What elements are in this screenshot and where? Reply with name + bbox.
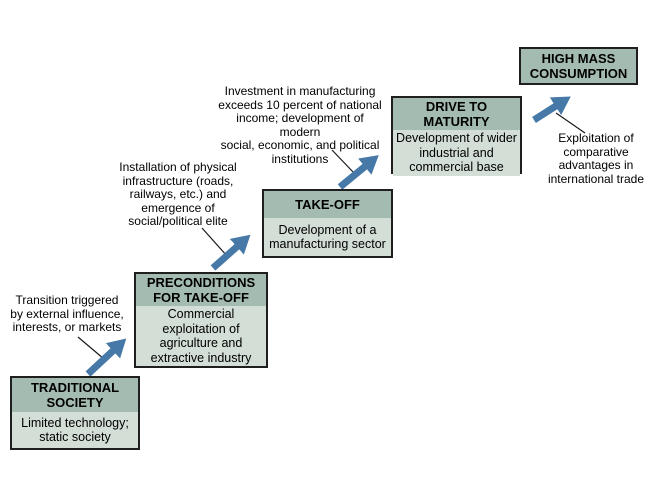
stage-box-preconditions-for-take-off: PRECONDITIONS FOR TAKE-OFF Commercial ex… — [134, 272, 268, 368]
stage-arrow-4 — [532, 96, 571, 123]
annotation-infrastructure: Installation of physical infrastructure … — [112, 160, 244, 229]
annotation-line: Transition triggered — [15, 293, 119, 307]
stage-description: Development of wider industrial and comm… — [393, 130, 520, 176]
stage-title: HIGH MASS CONSUMPTION — [521, 49, 636, 83]
stage-title: PRECONDITIONS FOR TAKE-OFF — [136, 274, 266, 306]
stage-box-traditional-society: TRADITIONAL SOCIETY Limited technology; … — [10, 376, 140, 450]
annotation-investment: Investment in manufacturing exceeds 10 p… — [215, 84, 385, 166]
annotation-line: advantages in — [558, 158, 634, 172]
annotation-line: infrastructure (roads, — [122, 173, 234, 188]
stage-title: TAKE-OFF — [264, 191, 391, 218]
stage-box-take-off: TAKE-OFF Development of a manufacturing … — [262, 189, 393, 258]
stage-description: Limited technology; static society — [12, 412, 138, 448]
stage-title: TRADITIONAL SOCIETY — [12, 378, 138, 412]
annotation-comparative-advantage: Exploitation of comparative advantages i… — [543, 131, 649, 186]
annotation-line: international trade — [547, 171, 645, 186]
stage-arrow-2 — [210, 234, 251, 271]
annotation-line: by external influence, — [10, 306, 124, 321]
annotation-line: social/political elite — [128, 214, 228, 228]
annotation-pointer-4 — [555, 112, 586, 134]
stage-description: Commercial exploitation of agriculture a… — [136, 306, 266, 366]
annotation-line: Investment in manufacturing — [224, 84, 376, 98]
stage-arrow-1 — [85, 338, 127, 377]
annotation-line: social, economic, and political — [220, 138, 380, 152]
annotation-line: comparative — [563, 144, 629, 159]
stage-box-drive-to-maturity: DRIVE TO MATURITY Development of wider i… — [391, 96, 522, 176]
annotation-line: emergence of — [141, 200, 215, 215]
annotation-transition-trigger: Transition triggered by external influen… — [3, 293, 131, 335]
stage-box-high-mass-consumption: HIGH MASS CONSUMPTION — [519, 47, 638, 85]
annotation-line: institutions — [271, 151, 329, 166]
stage-title: DRIVE TO MATURITY — [393, 98, 520, 130]
stage-description: Development of a manufacturing sector — [264, 218, 391, 256]
annotation-line: exceeds 10 percent of national — [218, 97, 382, 112]
annotation-line: interests, or markets — [12, 320, 122, 334]
annotation-line: railways, etc.) and — [129, 187, 227, 201]
annotation-pointer-1 — [77, 336, 105, 360]
annotation-pointer-2 — [201, 227, 228, 257]
annotation-line: income; development of modern — [236, 111, 364, 139]
annotation-line: Installation of physical — [119, 160, 237, 174]
annotation-line: Exploitation of — [558, 131, 634, 145]
stage-arrow-3 — [337, 155, 379, 190]
